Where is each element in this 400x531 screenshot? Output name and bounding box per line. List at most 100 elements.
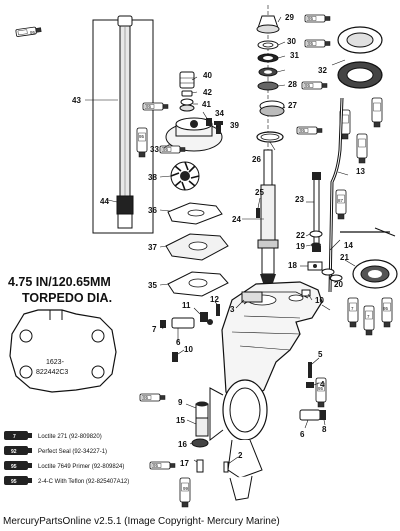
- label-21: 21: [340, 253, 349, 262]
- tube-label-95-e: 95: [308, 41, 314, 46]
- legend-item-loctite-271: 7 Loctite 271 (92-809820): [4, 431, 102, 440]
- label-32: 32: [318, 66, 327, 75]
- label-37: 37: [148, 243, 157, 252]
- driveshaft: [116, 15, 134, 229]
- label-3: 3: [230, 305, 235, 314]
- torpedo-cross-section: 1623- 822442C3: [9, 309, 117, 393]
- label-17: 17: [180, 459, 189, 468]
- pin-14: [340, 227, 396, 237]
- label-19: 19: [296, 242, 305, 251]
- cap-29: [256, 15, 280, 34]
- label-2: 2: [238, 451, 243, 460]
- grease-tube-95-shift: [335, 189, 347, 220]
- svg-text:92: 92: [11, 449, 17, 455]
- tube-label-95-l: 95: [318, 386, 324, 391]
- copyright-footer: MercuryPartsOnline v2.5.1 (Image Copyrig…: [3, 516, 280, 527]
- label-10a: 10: [315, 296, 324, 305]
- label-41: 41: [202, 100, 211, 109]
- tube-label-7-b: 7: [367, 314, 370, 319]
- tube-label-7-a: 7: [351, 306, 354, 311]
- label-4: 4: [320, 380, 325, 389]
- gasket-36: [167, 202, 223, 225]
- tube-label-95-g: 95: [300, 128, 306, 133]
- bearing-21: [352, 259, 398, 289]
- label-11: 11: [182, 301, 191, 310]
- label-24: 24: [232, 215, 241, 224]
- torpedo-dimension: 4.75 IN/120.65MM: [8, 275, 111, 289]
- bearing-32: [258, 67, 278, 77]
- cam-18: [307, 261, 323, 271]
- label-33: 33: [150, 145, 159, 154]
- seal-41: [179, 98, 195, 112]
- label-27: 27: [288, 101, 297, 110]
- gasket-35: [167, 271, 229, 297]
- seal-31: [257, 53, 279, 63]
- legend-item-loctite-7649: 95 Loctite 7649 Primer (92-809824): [4, 461, 124, 470]
- label-8: 8: [322, 425, 327, 434]
- tube-label-95-h: 95: [139, 134, 145, 139]
- torpedo-note: 4.75 IN/120.65MM TORPEDO DIA.: [8, 275, 112, 305]
- plug-4: [306, 382, 314, 388]
- tube-label-95-d: 95: [308, 16, 314, 21]
- nut-10: [172, 352, 178, 362]
- tube-label-95-i: 95: [143, 395, 149, 400]
- label-35: 35: [148, 281, 157, 290]
- anode-6-right: [299, 409, 321, 421]
- grease-tube-vertical-right: [371, 97, 383, 128]
- tube-label-95-a: 95: [30, 30, 36, 35]
- svg-text:Loctite 7649 Primer (92-809824: Loctite 7649 Primer (92-809824): [38, 464, 124, 470]
- bearing-27: [259, 100, 285, 117]
- label-10b: 10: [184, 345, 193, 354]
- label-12: 12: [210, 295, 219, 304]
- label-40: 40: [203, 71, 212, 80]
- svg-text:2-4-C With Teflon (92-825407A: 2-4-C With Teflon (92-825407A12): [38, 479, 129, 485]
- leader-lines: [85, 16, 356, 465]
- label-22: 22: [296, 231, 305, 240]
- fill-screw-7: [160, 320, 166, 328]
- label-6b: 6: [300, 430, 305, 439]
- grease-tube-vertical-mid: [356, 133, 368, 164]
- grease-tube-7-a: [347, 297, 359, 328]
- grease-tube-95-driveshaft: [15, 25, 42, 38]
- tube-label-87: 87: [338, 198, 344, 203]
- label-7a: 7: [152, 325, 157, 334]
- tube-label-95-c: 95: [163, 147, 169, 152]
- gear-housing-part-number-line1: 1623-: [46, 359, 65, 366]
- grease-tube-7-b: [363, 305, 375, 336]
- bearing-cup-large-bottom: [337, 61, 383, 89]
- label-42: 42: [203, 88, 212, 97]
- gear-28: [257, 81, 279, 91]
- svg-text:Perfect Seal (92-34227-1): Perfect Seal (92-34227-1): [38, 449, 107, 455]
- bushing-22: [309, 230, 323, 238]
- bolt-34: [206, 118, 212, 126]
- seal-19: [311, 242, 321, 248]
- label-14: 14: [344, 241, 353, 250]
- bearing-cup-large-top: [337, 26, 383, 54]
- torpedo-label: TORPEDO DIA.: [22, 291, 112, 305]
- gear-16: [191, 438, 209, 448]
- grease-tube-95-spline: [136, 127, 148, 158]
- water-tube-40: [179, 71, 195, 89]
- skeg: [229, 475, 253, 501]
- tube-label-95-f: 95: [305, 83, 311, 88]
- label-6a: 6: [176, 338, 181, 347]
- tube-label-95-k: 95: [383, 306, 389, 311]
- label-15: 15: [176, 416, 185, 425]
- water-intake-3: [241, 291, 263, 303]
- tube-label-95-b: 95: [146, 104, 152, 109]
- sealant-legend: 7 Loctite 271 (92-809820) 92 Perfect Sea…: [4, 431, 129, 485]
- part-labels: 29 30 31 32 28 27 26 13 43 44 40 42 41 3…: [72, 13, 365, 468]
- grease-tube-95-lower2: [179, 477, 191, 508]
- screw-17: [196, 459, 204, 473]
- label-9: 9: [178, 398, 183, 407]
- label-23: 23: [295, 195, 304, 204]
- washer-30: [257, 40, 279, 50]
- label-39: 39: [230, 121, 239, 130]
- housing-15: [195, 417, 209, 437]
- vent-screw-10: [301, 289, 311, 297]
- shim-20: [321, 268, 343, 282]
- label-30: 30: [287, 37, 296, 46]
- label-29: 29: [285, 13, 294, 22]
- grease-tube-95-bearing: [381, 297, 393, 328]
